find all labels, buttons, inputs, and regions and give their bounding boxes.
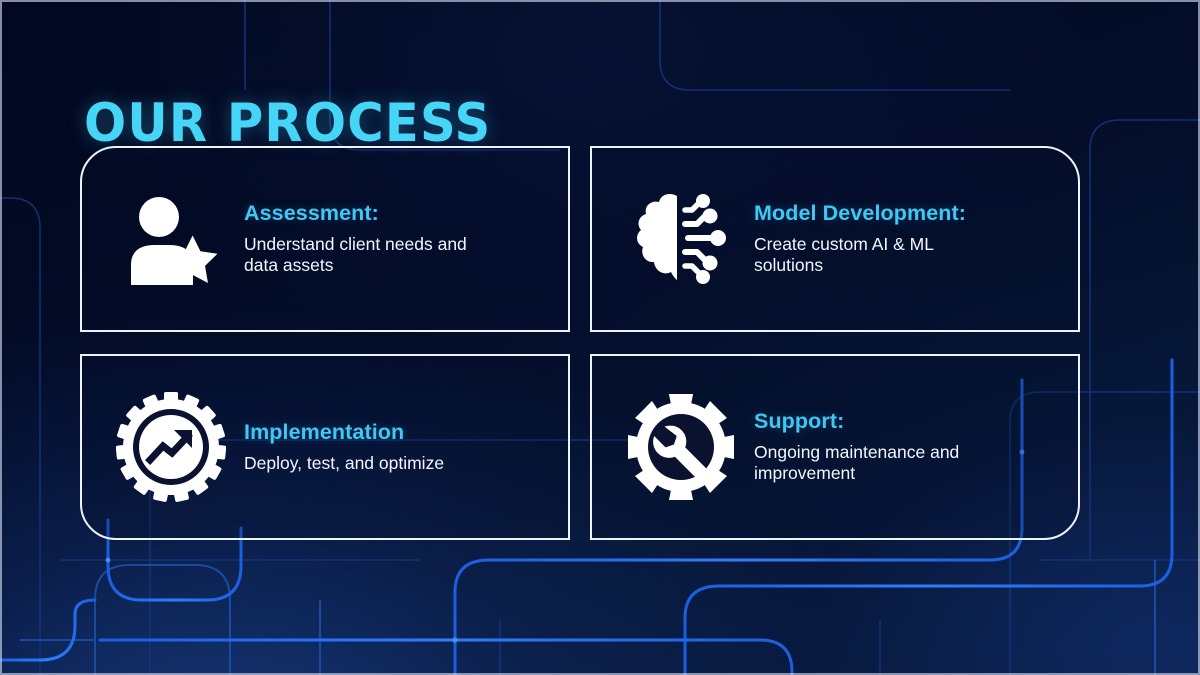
support-text-block: Support: Ongoing maintenance and improve…: [740, 409, 1062, 485]
assessment-body: Understand client needs and data assets: [244, 233, 467, 276]
page-title: OUR PROCESS: [84, 92, 492, 154]
implementation-heading: Implementation: [244, 419, 405, 444]
implementation-body: Deploy, test, and optimize: [244, 452, 445, 473]
process-card-grid: Assessment: Understand client needs and …: [80, 146, 1080, 540]
process-card-implementation[interactable]: Implementation Deploy, test, and optimiz…: [80, 354, 570, 540]
mid-trace-group: [20, 560, 1156, 675]
implementation-text-block: Implementation Deploy, test, and optimiz…: [230, 420, 552, 474]
gear-wrench-icon: [622, 388, 740, 506]
trace-node-dots: [105, 449, 1025, 643]
support-heading: Support:: [754, 408, 845, 433]
bright-trace-group: [0, 358, 1200, 675]
process-card-model-development[interactable]: Model Development: Create custom AI & ML…: [590, 146, 1080, 332]
support-body: Ongoing maintenance and improvement: [754, 441, 960, 484]
model-development-heading: Model Development:: [754, 200, 967, 225]
assessment-heading: Assessment:: [244, 200, 379, 225]
assessment-text-block: Assessment: Understand client needs and …: [230, 201, 552, 277]
model-development-text-block: Model Development: Create custom AI & ML…: [740, 201, 1062, 277]
ai-brain-circuit-icon: [622, 180, 740, 298]
process-card-support[interactable]: Support: Ongoing maintenance and improve…: [590, 354, 1080, 540]
gear-growth-chart-icon: [112, 388, 230, 506]
process-card-assessment[interactable]: Assessment: Understand client needs and …: [80, 146, 570, 332]
model-development-body: Create custom AI & ML solutions: [754, 233, 934, 276]
person-star-icon: [112, 180, 230, 298]
